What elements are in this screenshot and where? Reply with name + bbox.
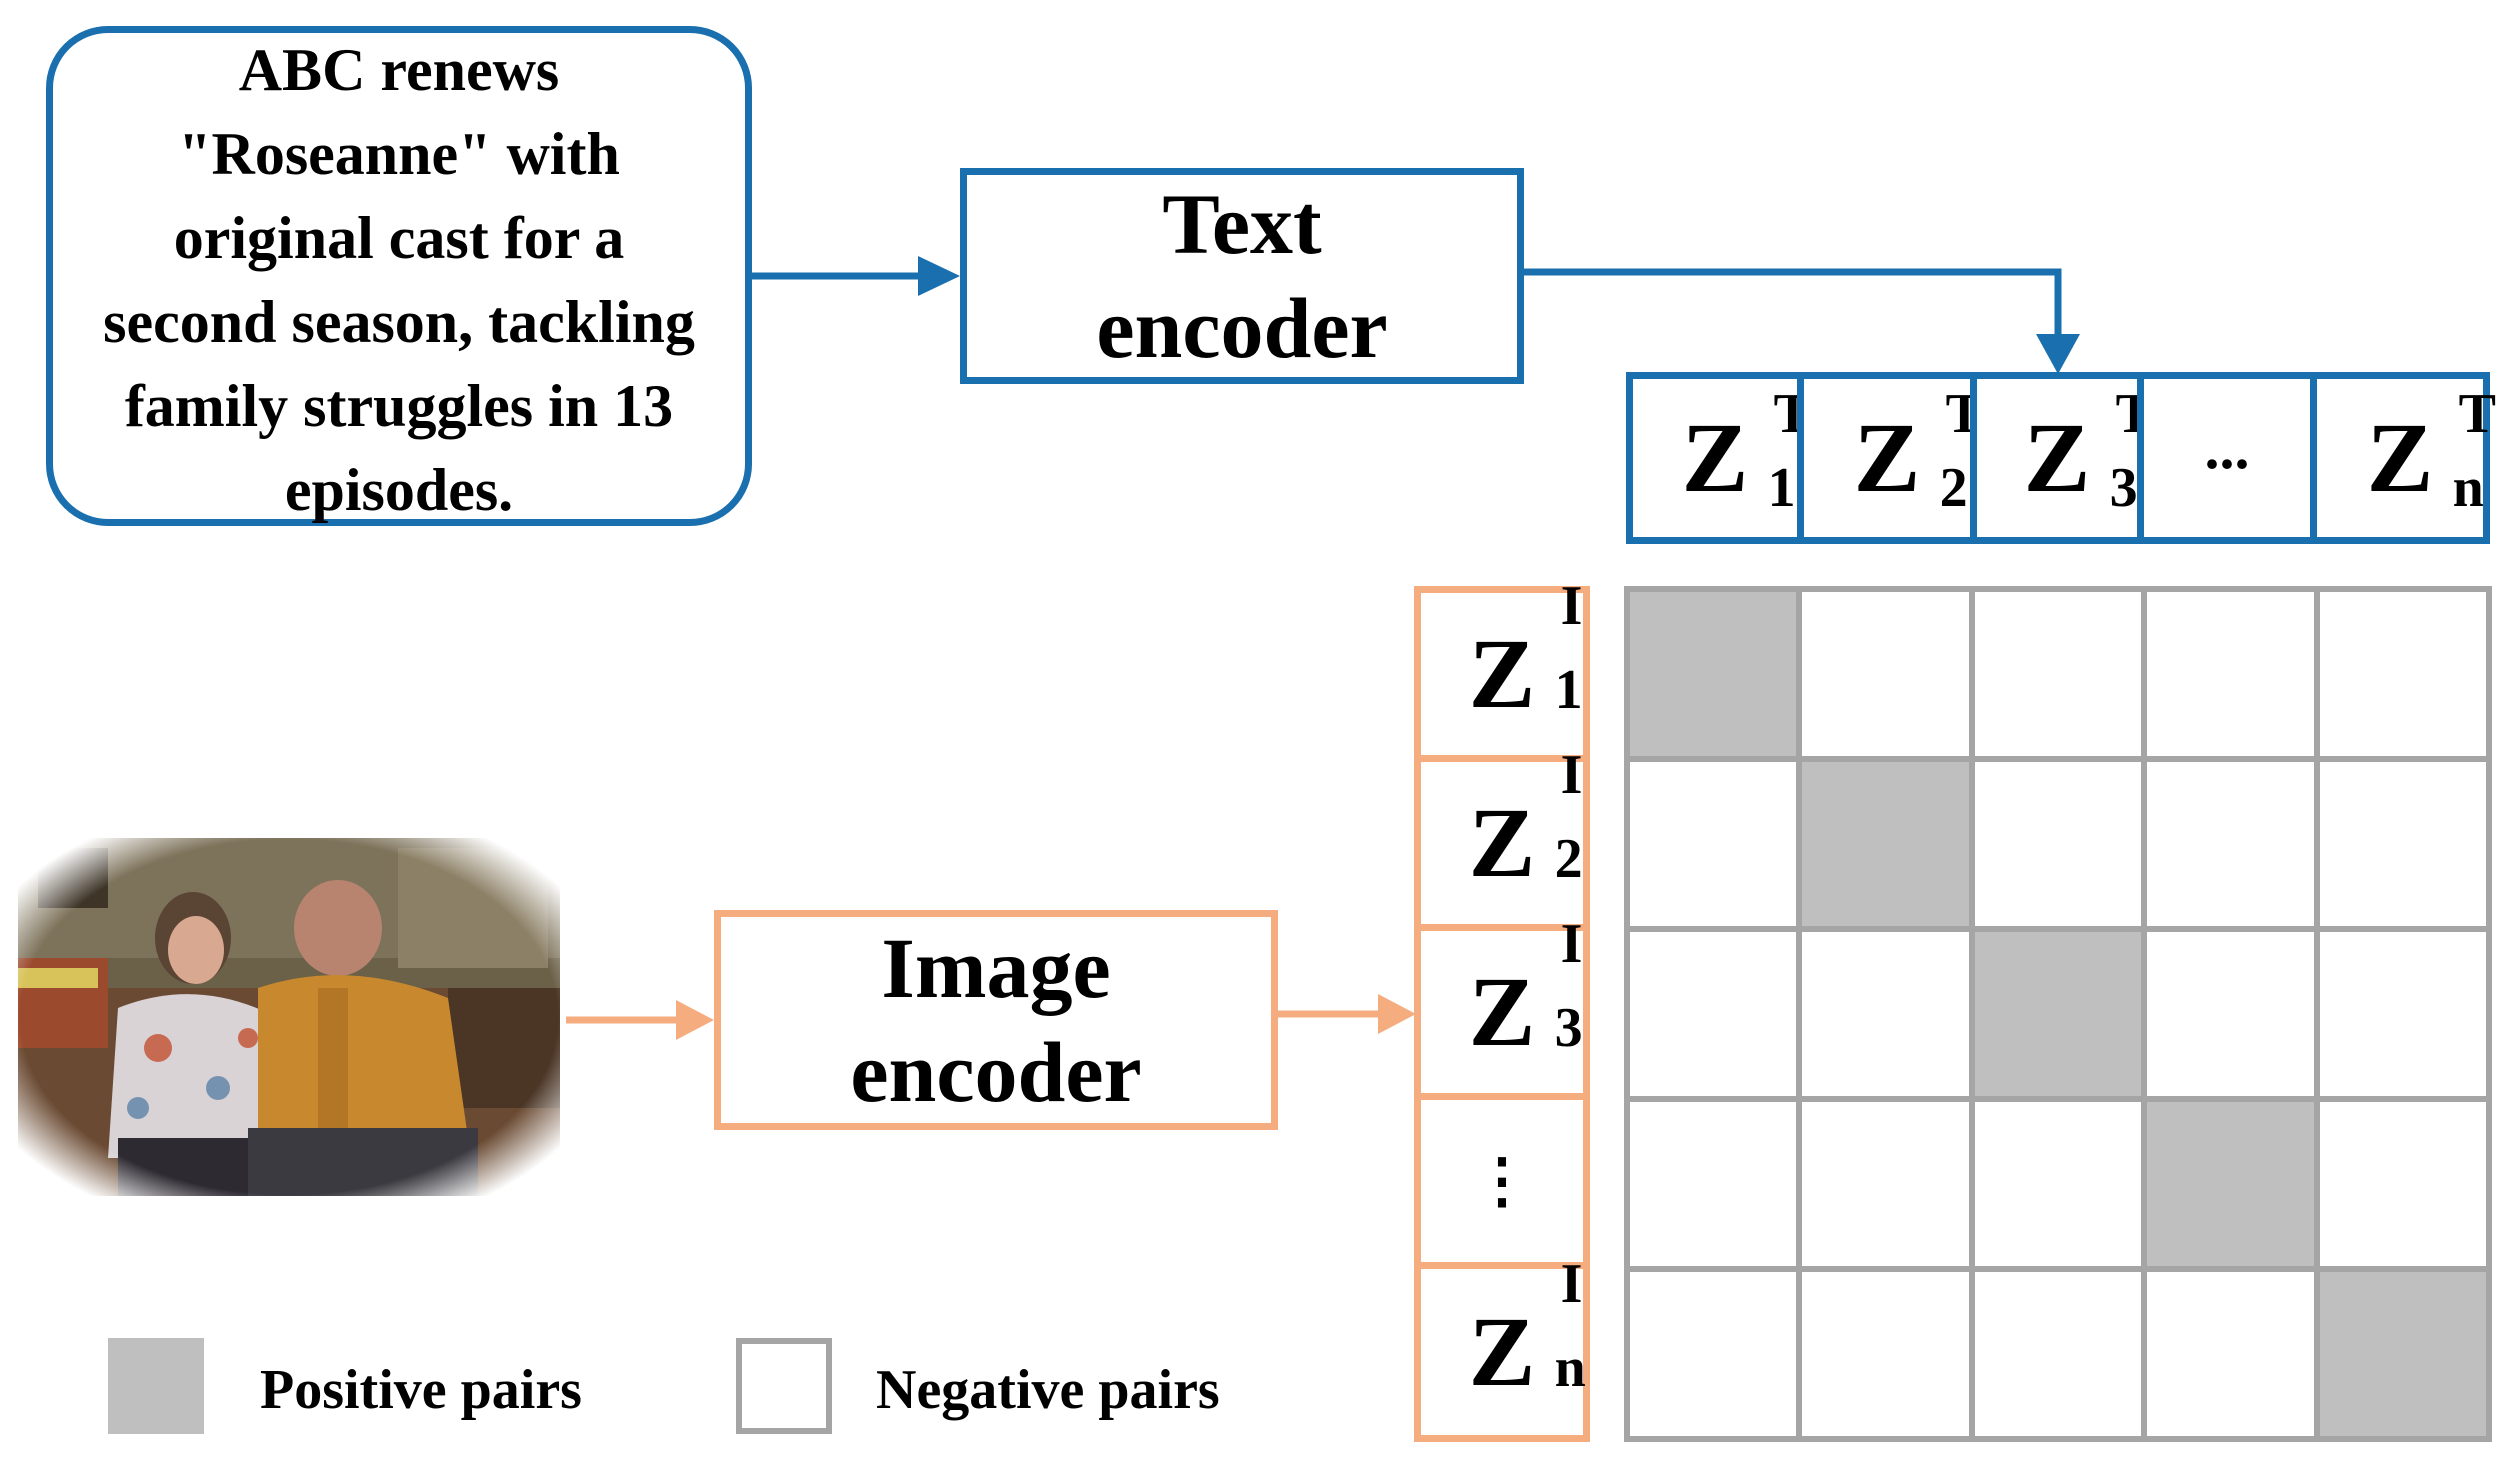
legend-negative-swatch bbox=[736, 1338, 832, 1434]
positive-pair-cell bbox=[2313, 1266, 2492, 1442]
negative-pair-cell bbox=[1624, 1266, 1803, 1442]
caption-to-text-encoder-arrow bbox=[752, 256, 960, 296]
image-encoder-to-embeddings-arrow bbox=[1278, 994, 1416, 1034]
image-encoder-label-line2: encoder bbox=[850, 1024, 1142, 1120]
caption-line: "Roseanne" with bbox=[178, 121, 620, 187]
negative-pair-cell bbox=[2141, 926, 2320, 1102]
tv-show-photo bbox=[18, 838, 560, 1196]
negative-pair-cell bbox=[2313, 926, 2492, 1102]
vertical-ellipsis-text: ⋮ bbox=[1472, 1148, 1532, 1214]
caption-line: original cast for a bbox=[173, 205, 625, 271]
similarity-matrix bbox=[1624, 586, 2492, 1442]
negative-pair-cell bbox=[2313, 756, 2492, 932]
caption-text: ABC renews "Roseanne" with original cast… bbox=[103, 28, 695, 532]
text-embedding-tile-ellipsis: ... bbox=[2137, 372, 2317, 544]
legend-positive-swatch bbox=[108, 1338, 204, 1434]
negative-pair-cell bbox=[1796, 1096, 1975, 1272]
negative-pair-cell bbox=[1796, 926, 1975, 1102]
negative-pair-cell bbox=[1624, 926, 1803, 1102]
positive-pair-cell bbox=[1968, 926, 2148, 1102]
negative-pair-cell bbox=[2313, 586, 2492, 762]
negative-pair-cell bbox=[1968, 586, 2148, 762]
negative-pair-cell bbox=[1968, 756, 2148, 932]
positive-pair-cell bbox=[2141, 1096, 2320, 1272]
image-encoder-label-line1: Image bbox=[881, 920, 1111, 1016]
positive-pair-cell bbox=[1624, 586, 1803, 762]
caption-line: ABC renews bbox=[238, 37, 560, 103]
caption-line: second season, tackling bbox=[103, 289, 695, 355]
negative-pair-cell bbox=[2141, 756, 2320, 932]
text-encoder-label-line2: encoder bbox=[1096, 280, 1388, 376]
caption-line: episodes. bbox=[284, 457, 514, 523]
text-encoder-label-line1: Text bbox=[1162, 176, 1322, 272]
negative-pair-cell bbox=[2141, 586, 2320, 762]
negative-pair-cell bbox=[1796, 586, 1975, 762]
negative-pair-cell bbox=[1968, 1096, 2148, 1272]
image-embedding-tile-ellipsis: ⋮ bbox=[1414, 1093, 1590, 1269]
negative-pair-cell bbox=[1968, 1266, 2148, 1442]
legend-negative-label: Negative pairs bbox=[876, 1359, 1220, 1421]
negative-pair-cell bbox=[1624, 756, 1803, 932]
text-encoder-to-embeddings-arrow bbox=[1524, 268, 2080, 374]
caption-box: ABC renews "Roseanne" with original cast… bbox=[46, 26, 752, 526]
text-encoder-box: Text encoder bbox=[960, 168, 1524, 384]
photo-to-image-encoder-arrow bbox=[566, 1000, 714, 1040]
ellipsis-text: ... bbox=[2204, 415, 2250, 481]
positive-pair-cell bbox=[1796, 756, 1975, 932]
image-encoder-box: Image encoder bbox=[714, 910, 1278, 1130]
negative-pair-cell bbox=[2141, 1266, 2320, 1442]
legend-positive-label: Positive pairs bbox=[260, 1359, 582, 1421]
negative-pair-cell bbox=[2313, 1096, 2492, 1272]
negative-pair-cell bbox=[1624, 1096, 1803, 1272]
caption-line: family struggles in 13 bbox=[124, 373, 674, 439]
negative-pair-cell bbox=[1796, 1266, 1975, 1442]
